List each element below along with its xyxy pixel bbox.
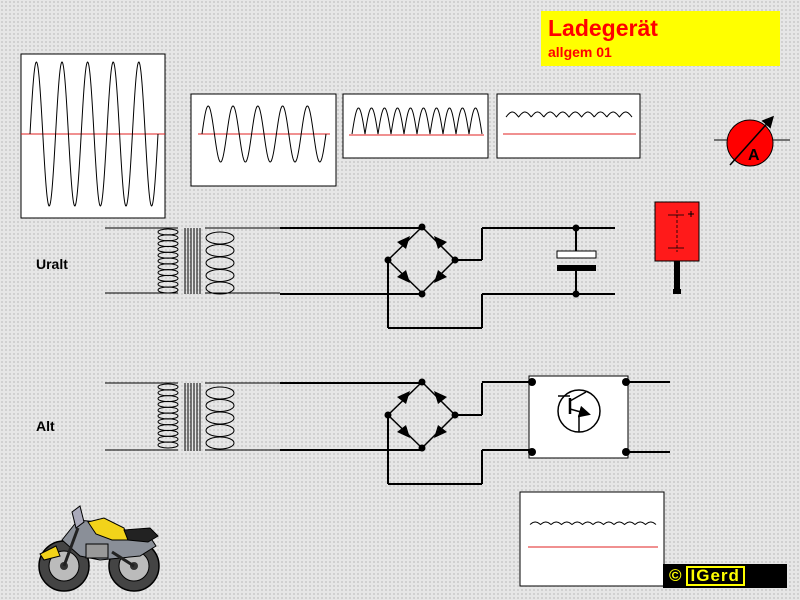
title-box: Ladegerät allgem 01 (541, 11, 780, 66)
scope-rectified (342, 93, 489, 159)
row-label-alt: Alt (36, 418, 55, 434)
page-title: Ladegerät (548, 15, 658, 41)
motorcycle-image (38, 505, 160, 592)
ammeter-icon: A (714, 115, 790, 167)
scope-regulated (519, 491, 665, 587)
ammeter-label: A (748, 147, 760, 164)
copyright-badge: © IGerd (663, 564, 787, 588)
bridge-rectifier-alt (384, 378, 483, 485)
scope-smoothed (496, 93, 641, 159)
transformer-uralt (157, 228, 235, 295)
regulator-module (528, 375, 630, 459)
copyright-symbol: © (669, 566, 682, 585)
bridge-rectifier-uralt (384, 223, 483, 329)
circuit-alt (105, 375, 670, 485)
capacitor-uralt (556, 224, 597, 298)
scope-ac-input (20, 53, 166, 219)
circuit-uralt (105, 223, 615, 329)
battery-icon (654, 201, 700, 294)
transformer-alt (157, 383, 235, 451)
scope-ac-transformed (190, 93, 337, 187)
row-label-uralt: Uralt (36, 256, 68, 272)
page-subtitle: allgem 01 (548, 44, 612, 60)
transistor-symbol (557, 389, 601, 433)
author-name: IGerd (685, 566, 745, 586)
